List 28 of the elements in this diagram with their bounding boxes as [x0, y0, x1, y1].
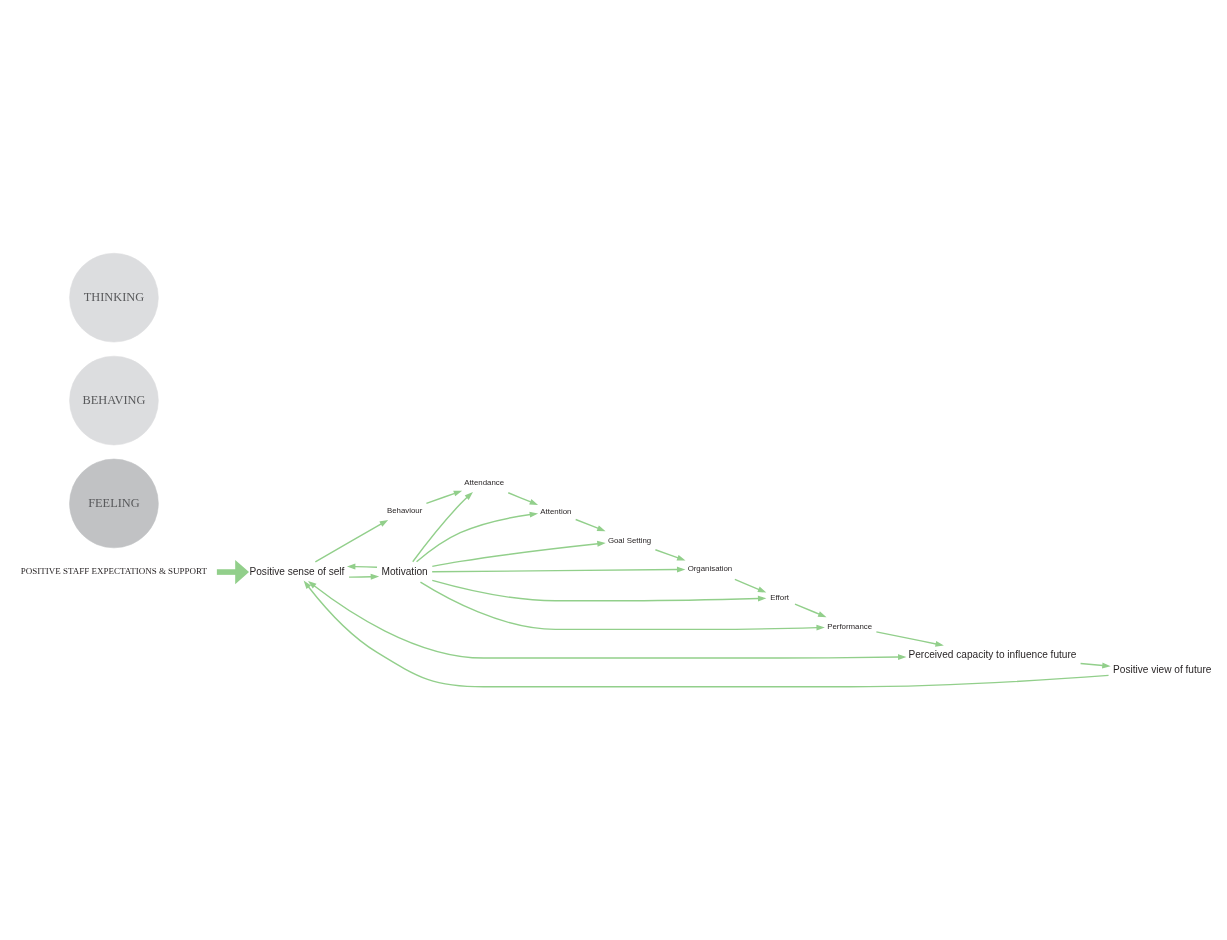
- arrow: [415, 511, 539, 563]
- arrow: [431, 540, 606, 568]
- arrow: [1079, 662, 1111, 669]
- arrow: [425, 490, 463, 504]
- arrow: [654, 549, 686, 561]
- node-circle: FEELING: [69, 458, 159, 549]
- arrow: [348, 573, 380, 580]
- arrow: [346, 563, 378, 570]
- arrow: [734, 578, 767, 593]
- arrow: [419, 581, 825, 631]
- arrow: [431, 566, 686, 573]
- node-text: POSITIVE STAFF EXPECTATIONS & SUPPORT: [20, 566, 208, 577]
- node-text: Positive sense of self: [249, 565, 345, 577]
- node-circle: BEHAVING: [69, 355, 159, 446]
- arrow: [308, 580, 907, 660]
- arrow: [412, 492, 473, 563]
- node-text: Positive view of future: [1113, 664, 1212, 676]
- arrow: [875, 631, 944, 647]
- arrow: [431, 579, 767, 602]
- arrow: [303, 580, 1110, 688]
- arrow: [216, 559, 249, 585]
- arrow: [574, 518, 606, 532]
- node-text: Perceived capacity to influence future: [908, 648, 1077, 660]
- node-text: Motivation: [381, 565, 428, 577]
- arrow: [794, 603, 827, 618]
- arrow: [314, 519, 389, 563]
- node-circle: THINKING: [69, 252, 159, 343]
- arrow: [507, 492, 539, 505]
